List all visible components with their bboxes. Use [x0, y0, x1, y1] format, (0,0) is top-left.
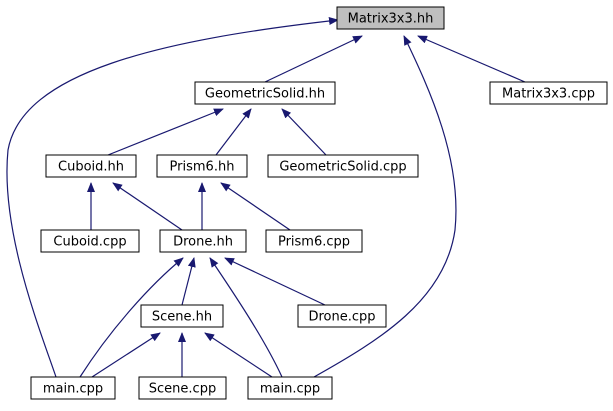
- node-label: Prism6.cpp: [278, 235, 350, 250]
- node-prism6-hh[interactable]: Prism6.hh: [156, 154, 248, 178]
- node-label: Prism6.hh: [170, 160, 235, 175]
- node-geometricsolid-hh[interactable]: GeometricSolid.hh: [194, 81, 336, 105]
- node-prism6-cpp[interactable]: Prism6.cpp: [265, 229, 363, 253]
- node-scene-hh[interactable]: Scene.hh: [140, 304, 224, 328]
- node-scene-cpp[interactable]: Scene.cpp: [138, 376, 227, 400]
- node-drone-hh[interactable]: Drone.hh: [159, 229, 247, 253]
- node-main-cpp-left[interactable]: main.cpp: [30, 376, 116, 400]
- node-label: Drone.cpp: [308, 310, 375, 325]
- node-label: Scene.hh: [152, 310, 212, 325]
- edge-dronecpp-to-dronehh: [224, 257, 326, 306]
- edge-geometricsolid-to-matrix: [264, 35, 363, 83]
- node-label: Cuboid.cpp: [53, 235, 126, 250]
- node-label: Matrix3x3.hh: [348, 12, 434, 27]
- node-main-cpp-right[interactable]: main.cpp: [247, 376, 333, 400]
- edge-layer: [6, 17, 526, 378]
- edge-prism6hh-to-geometricsolid: [215, 108, 252, 156]
- node-cuboid-cpp[interactable]: Cuboid.cpp: [40, 229, 140, 253]
- node-label: GeometricSolid.hh: [205, 87, 325, 102]
- node-drone-cpp[interactable]: Drone.cpp: [297, 304, 387, 328]
- edge-mainright-to-dronehh: [209, 257, 283, 378]
- node-label: Scene.cpp: [149, 382, 216, 397]
- edge-prism6cpp-to-prism6hh: [220, 182, 291, 231]
- node-geometricsolid-cpp[interactable]: GeometricSolid.cpp: [267, 154, 419, 178]
- node-matrix3x3-cpp[interactable]: Matrix3x3.cpp: [489, 81, 608, 105]
- edge-cuboidhh-to-geometricsolid: [107, 108, 224, 156]
- edge-mainleft-to-matrix: [6, 17, 339, 378]
- node-label: main.cpp: [43, 382, 103, 397]
- edge-dronehh-to-cuboidhh: [112, 182, 183, 231]
- node-label: Drone.hh: [173, 235, 233, 250]
- node-label: Matrix3x3.cpp: [502, 87, 595, 102]
- node-matrix3x3-hh[interactable]: Matrix3x3.hh: [336, 6, 445, 30]
- node-label: GeometricSolid.cpp: [279, 160, 406, 175]
- edge-geometricsolidcpp-to-geometricsolid: [281, 108, 327, 156]
- edge-mainleft-to-scenehh: [91, 332, 161, 378]
- edge-matrixcpp-to-matrix: [417, 35, 526, 83]
- edge-mainright-to-matrix: [313, 35, 457, 378]
- edge-scenehh-to-dronehh: [181, 257, 196, 306]
- edge-mainleft-to-dronehh: [79, 257, 184, 378]
- node-label: main.cpp: [260, 382, 320, 397]
- node-label: Cuboid.hh: [58, 160, 124, 175]
- node-cuboid-hh[interactable]: Cuboid.hh: [45, 154, 137, 178]
- edge-mainright-to-scenehh: [204, 332, 273, 378]
